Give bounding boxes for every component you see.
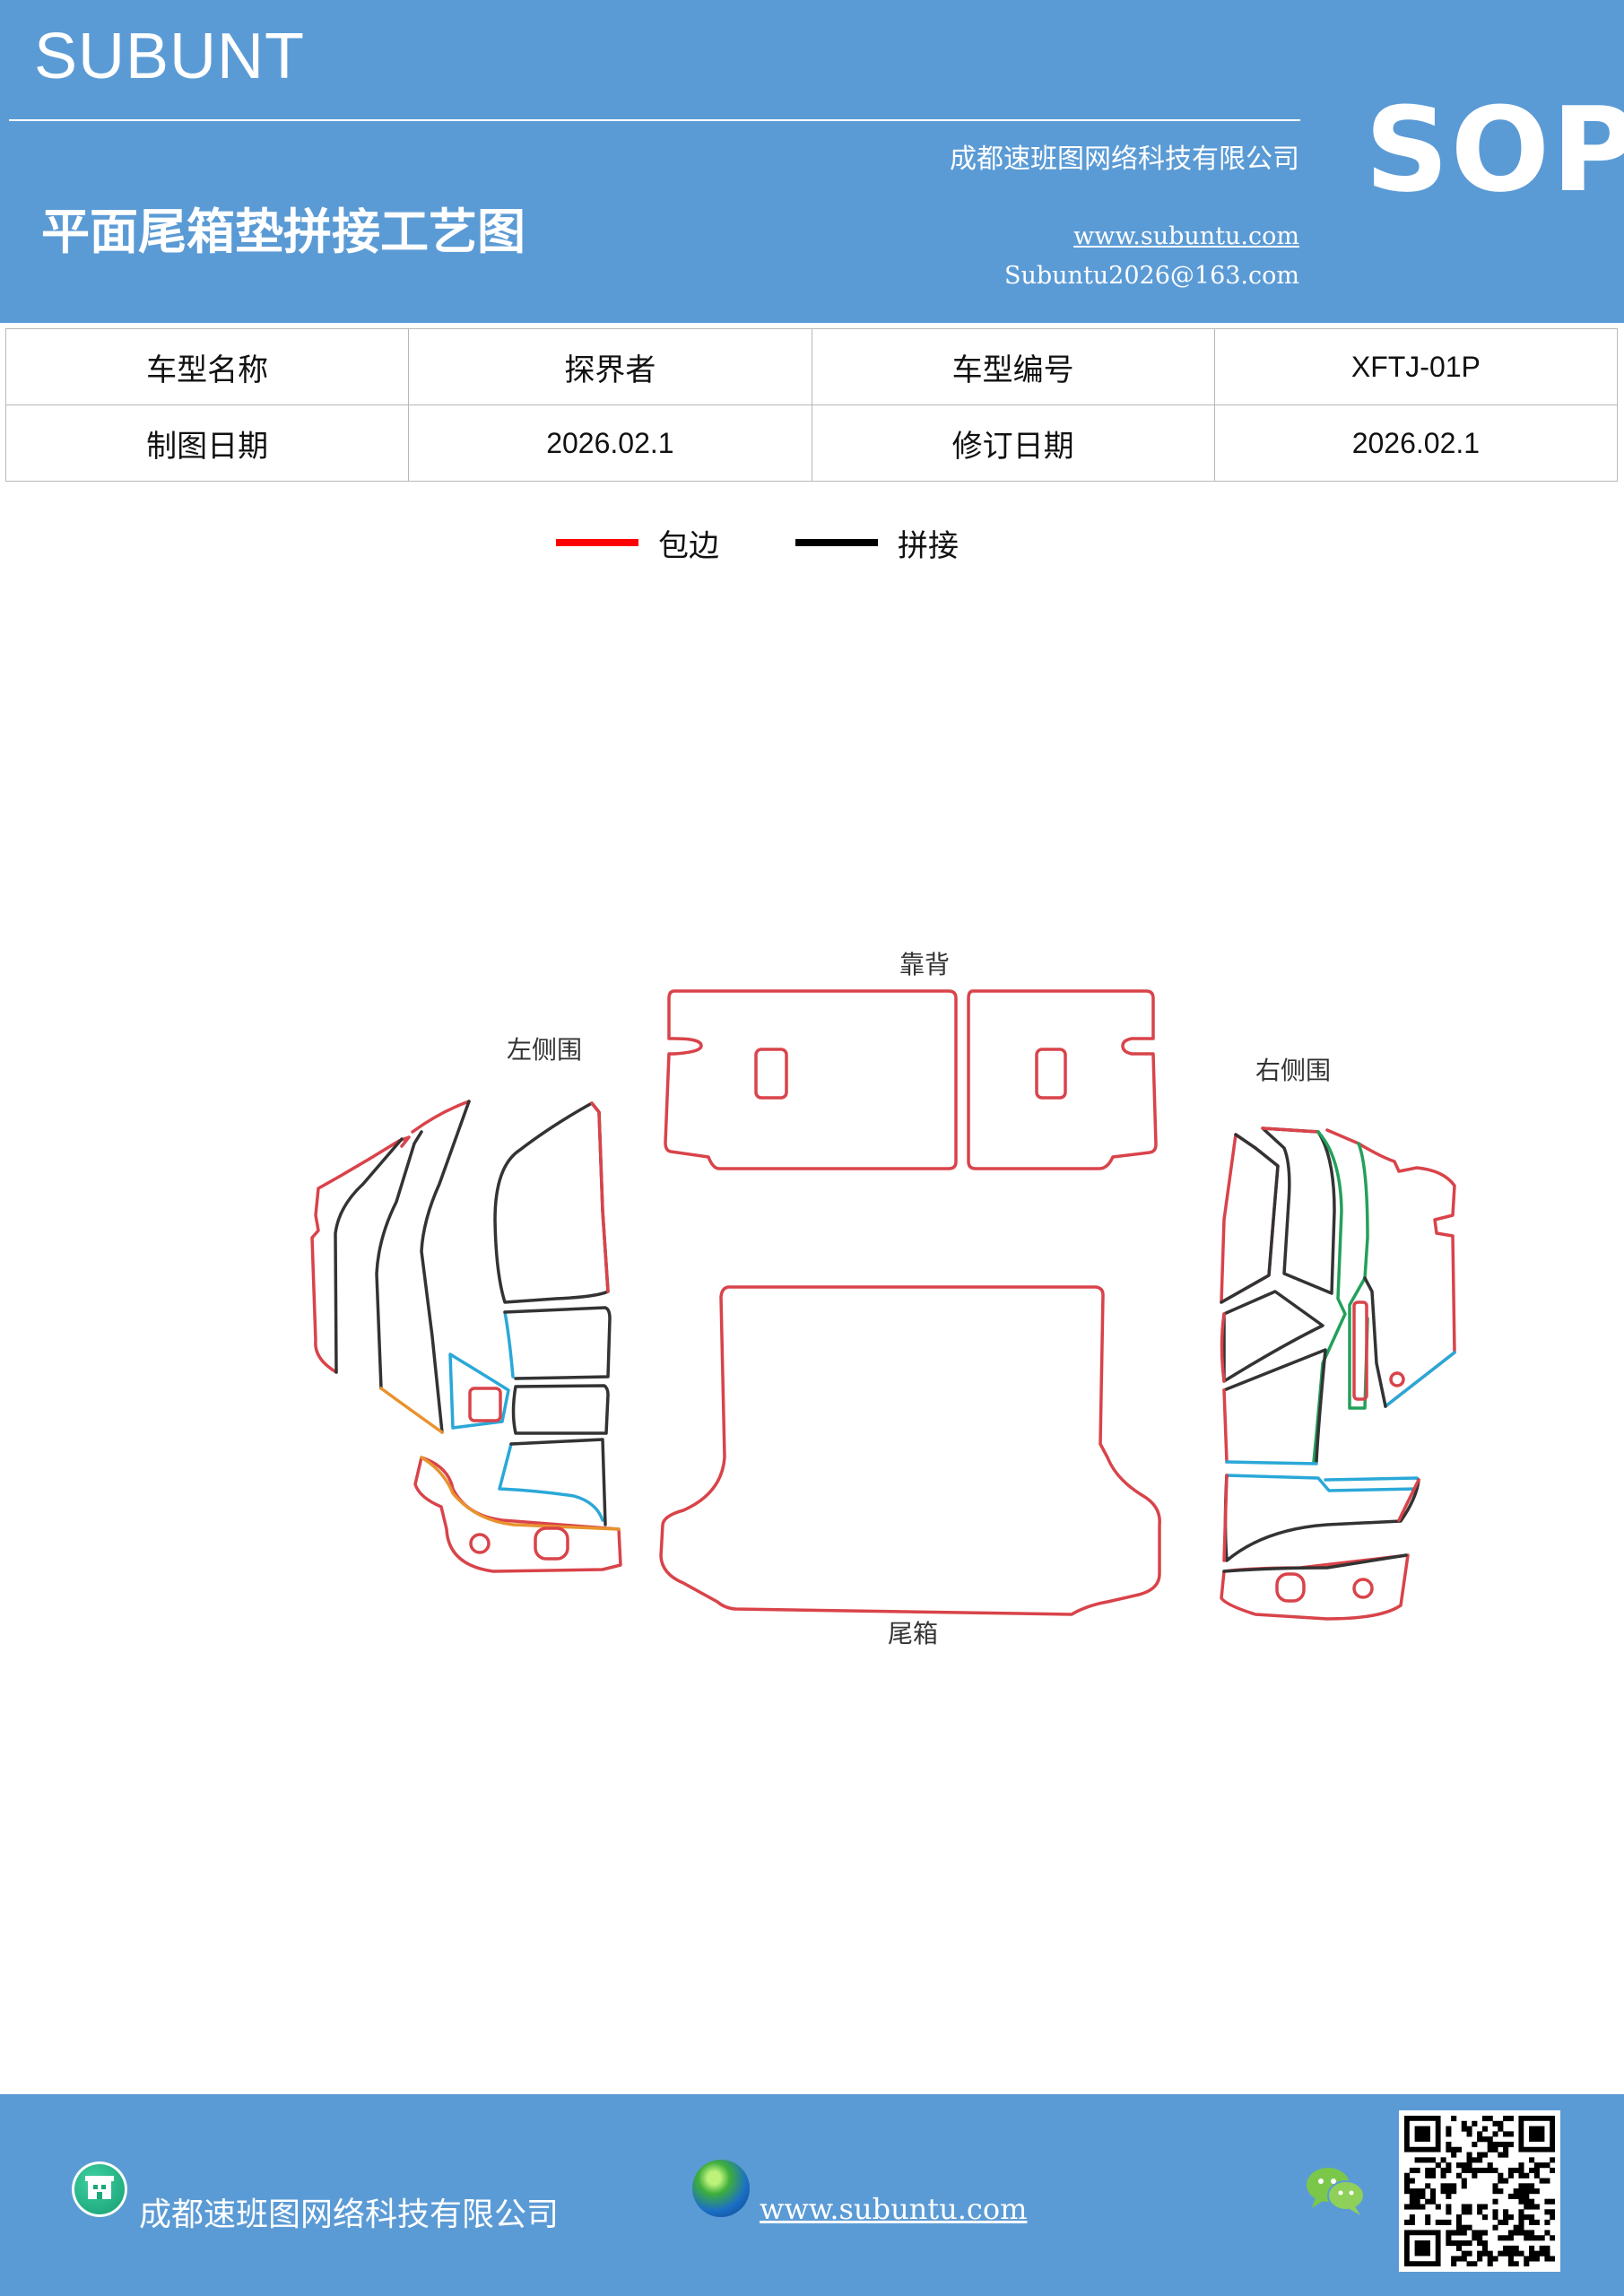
trunk-floor-panel: [659, 1285, 1161, 1616]
right-lower-panel-red: [1222, 1474, 1420, 1562]
right-dark-seam-vertical: [1363, 1276, 1387, 1408]
globe-icon: [692, 2160, 750, 2217]
right-hole-2: [1352, 1578, 1374, 1599]
left-blue-triangle: [448, 1352, 510, 1430]
legend-item-seam: 拼接: [795, 521, 959, 565]
backrest-left-slot: [754, 1048, 788, 1100]
legend-item-edge: 包边: [556, 521, 719, 565]
qr-code-graphic: [1404, 2116, 1556, 2267]
right-red-slot: [1352, 1300, 1368, 1401]
right-green-slot: [1348, 1276, 1369, 1410]
vehicle-info-table: 车型名称 探界者 车型编号 XFTJ-01P 制图日期 2026.02.1 修订…: [4, 328, 1619, 482]
table-row: 车型名称 探界者 车型编号 XFTJ-01P: [4, 328, 1619, 405]
backrest-right-slot: [1035, 1048, 1067, 1100]
draw-date-value: 2026.02.1: [408, 404, 812, 482]
left-seam-3: [420, 1100, 471, 1434]
wechat-icon[interactable]: [1305, 2163, 1368, 2221]
right-small-hole: [1389, 1371, 1405, 1387]
left-mid-panel-3: [509, 1438, 607, 1526]
draw-date-label: 制图日期: [4, 404, 410, 482]
backrest-label: 靠背: [899, 950, 950, 979]
left-mid-panel-2: [511, 1384, 610, 1435]
right-green-strip-1: [1312, 1130, 1347, 1464]
header-website-link[interactable]: www.subuntu.com: [1073, 222, 1299, 250]
qr-code[interactable]: [1399, 2110, 1560, 2272]
right-blue-lower: [1225, 1474, 1420, 1492]
model-code-value: XFTJ-01P: [1213, 328, 1619, 405]
left-hole-2: [534, 1526, 569, 1561]
left-seam-1: [334, 1137, 404, 1374]
legend-swatch-red: [556, 539, 638, 546]
header-email-link[interactable]: Subuntu2026@163.com: [1004, 262, 1299, 290]
revision-date-label: 修订日期: [811, 404, 1215, 482]
left-small-square: [468, 1387, 502, 1422]
header-band: [0, 0, 1624, 323]
left-large-panel-red: [590, 1101, 610, 1293]
model-name-value: 探界者: [408, 328, 812, 405]
left-seam-2: [375, 1130, 423, 1390]
right-bottom-seam: [1222, 1553, 1408, 1573]
legend-label-edge: 包边: [658, 527, 719, 564]
building-icon: [72, 2161, 127, 2217]
left-large-panel: [493, 1101, 610, 1304]
backrest-left-panel: [664, 989, 958, 1170]
header-company: 成都速班图网络科技有限公司: [950, 144, 1299, 175]
right-panel-d-red: [1222, 1388, 1229, 1464]
left-orange-seam: [420, 1456, 621, 1531]
sop-badge: SOP: [1365, 82, 1624, 218]
footer-company: 成都速班图网络科技有限公司: [139, 2196, 560, 2233]
brand-name: SUBUNT: [34, 21, 306, 92]
right-panel-a-seam: [1220, 1133, 1280, 1304]
left-blue-strip-1: [503, 1310, 515, 1378]
right-blue-edge: [1384, 1351, 1456, 1408]
table-row: 制图日期 2026.02.1 修订日期 2026.02.1: [4, 404, 1619, 482]
legend: 包边 拼接: [556, 520, 1035, 565]
trunk-label: 尾箱: [888, 1619, 938, 1648]
model-name-label: 车型名称: [4, 328, 410, 405]
left-blue-strip-2: [498, 1442, 604, 1522]
revision-date-value: 2026.02.1: [1213, 404, 1619, 482]
legend-swatch-black: [795, 539, 878, 546]
right-hole-1: [1275, 1572, 1306, 1603]
legend-label-seam: 拼接: [898, 527, 959, 564]
right-side-group: 右侧围: [1220, 1056, 1456, 1621]
backrest-group: 靠背: [664, 950, 1158, 1170]
left-side-group: 左侧围: [310, 1035, 622, 1573]
left-hole-1: [469, 1533, 491, 1554]
right-outer-panel: [1325, 1128, 1456, 1408]
document-title: 平面尾箱垫拼接工艺图: [41, 204, 525, 260]
left-orange-bottom: [379, 1387, 444, 1434]
right-panel-d-blue: [1225, 1460, 1318, 1465]
right-panel-b-red-top: [1261, 1126, 1320, 1134]
right-panel-c-red: [1220, 1312, 1226, 1383]
right-panel-d: [1222, 1348, 1327, 1464]
right-green-strip-2: [1357, 1142, 1369, 1280]
trunk-floor-group: 尾箱: [659, 1285, 1161, 1648]
footer-website-link[interactable]: www.subuntu.com: [760, 2192, 1028, 2226]
right-panel-c: [1222, 1290, 1324, 1383]
right-panel-b: [1261, 1126, 1336, 1295]
left-outer-edge: [310, 1100, 471, 1374]
model-code-label: 车型编号: [811, 328, 1215, 405]
left-mid-panel-1: [503, 1306, 612, 1380]
header-divider: [9, 119, 1300, 121]
left-bottom-panel: [413, 1456, 622, 1573]
right-bottom-panel: [1220, 1553, 1410, 1621]
left-side-label: 左侧围: [507, 1035, 582, 1065]
right-side-label: 右侧围: [1255, 1056, 1331, 1085]
backrest-right-panel: [967, 989, 1158, 1170]
